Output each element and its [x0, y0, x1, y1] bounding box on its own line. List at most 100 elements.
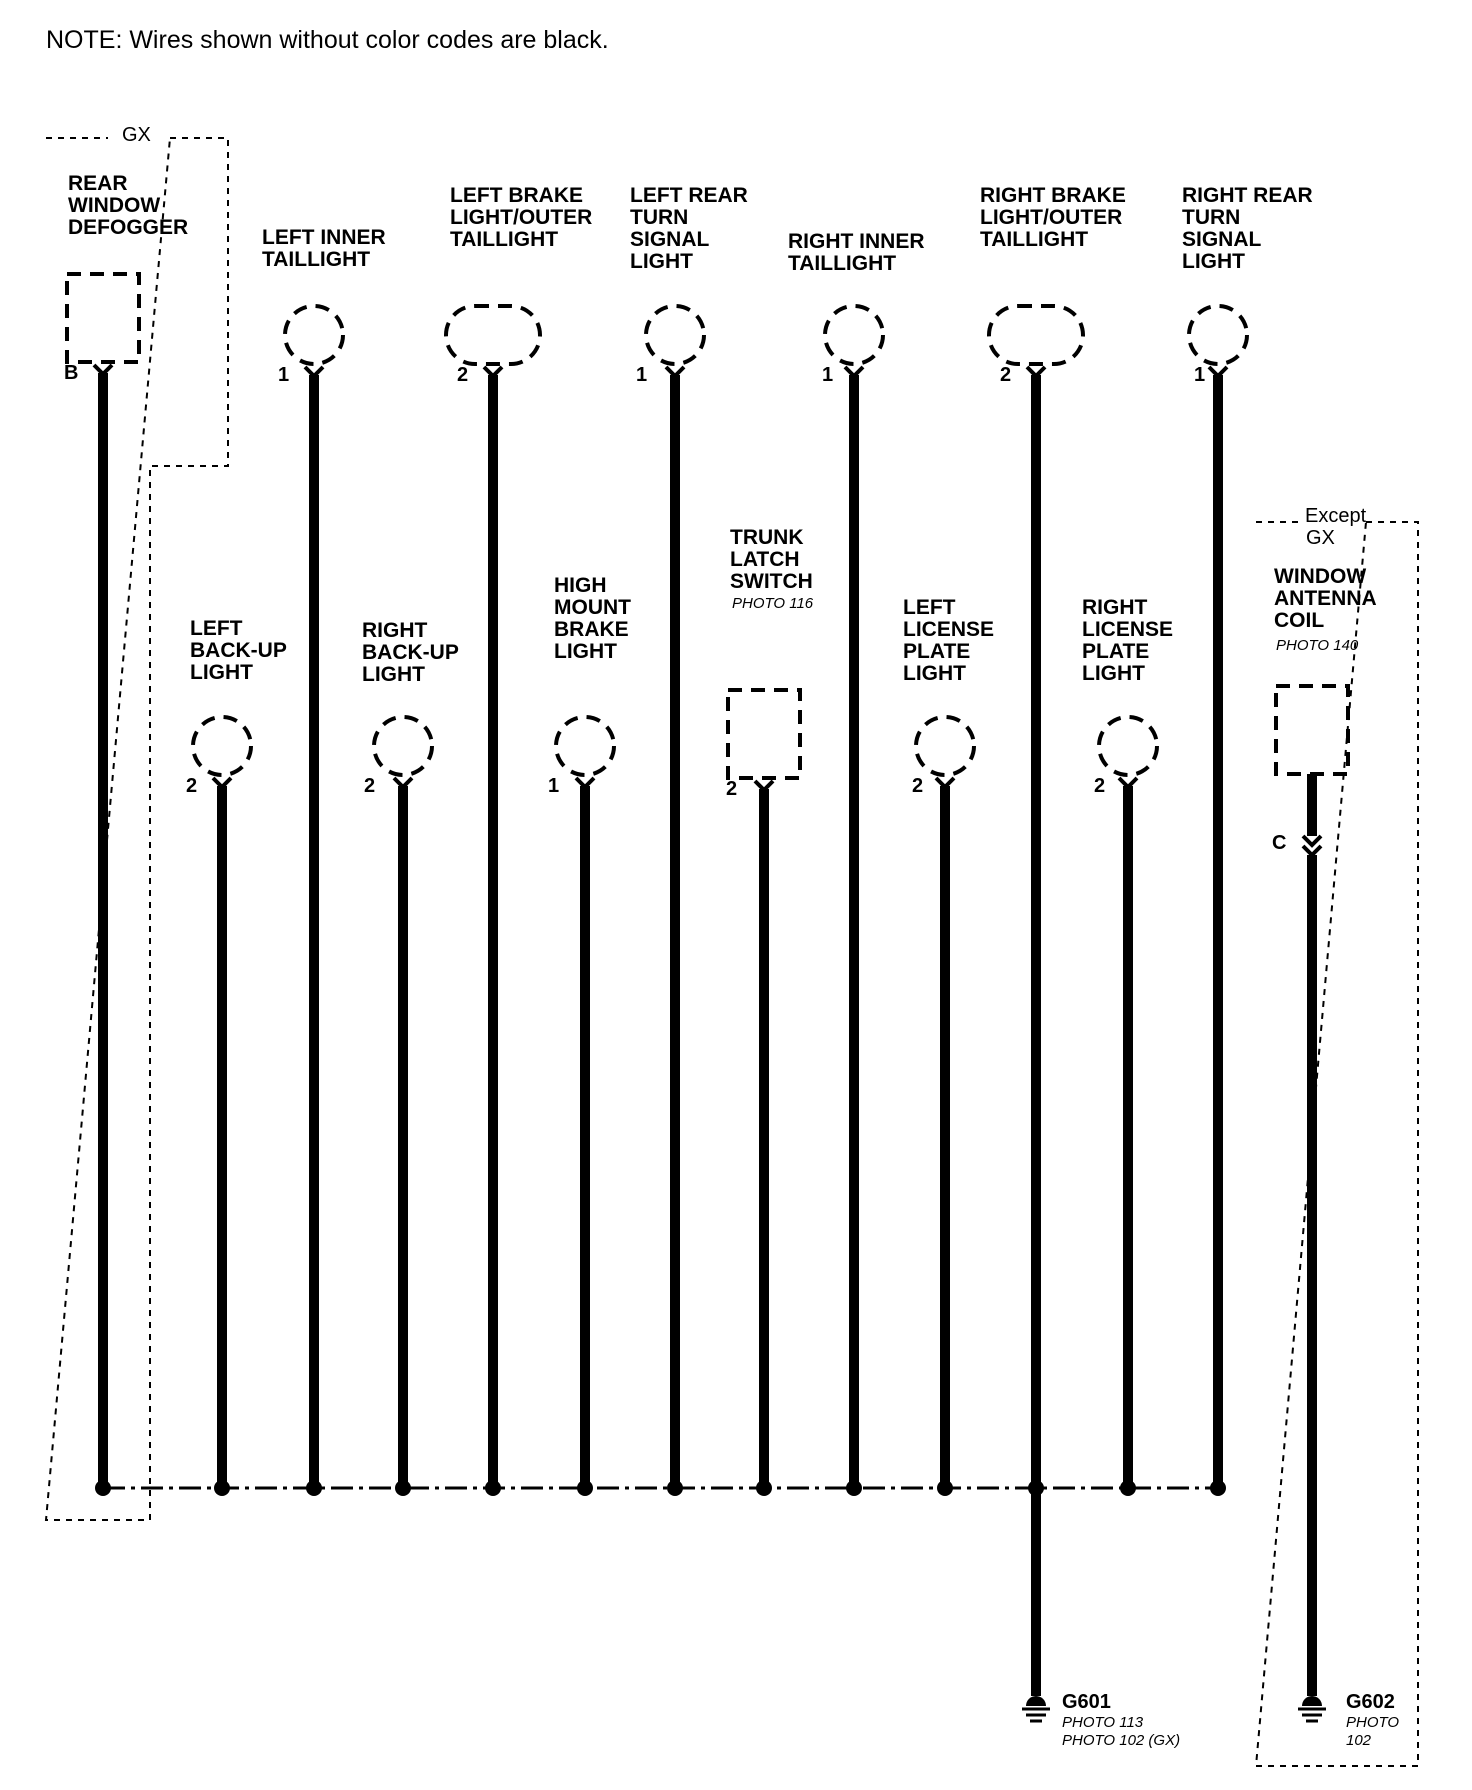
splice-point [1210, 1480, 1226, 1496]
trunk-latch-switch-symbol [726, 688, 802, 780]
left-rear-turn-signal-light-label-line: LIGHT [630, 250, 693, 273]
left-back-up-light-label-line: BACK-UP [190, 639, 287, 662]
right-back-up-light-connector [392, 776, 414, 790]
right-license-plate-light-connector [1117, 776, 1139, 790]
right-inner-taillight-symbol [823, 304, 885, 366]
right-inner-taillight-pin: 1 [822, 364, 833, 386]
splice-point [214, 1480, 230, 1496]
window-antenna-coil-label-line: WINDOW [1274, 565, 1366, 588]
left-inner-taillight-label-line: TAILLIGHT [262, 248, 370, 271]
except-gx-group-outline [1254, 521, 1419, 1767]
left-brake-light-outer-taillight-label-line: LEFT BRAKE [450, 184, 583, 207]
right-inner-taillight-label-line: RIGHT INNER [788, 230, 925, 253]
right-inner-taillight-connector [843, 365, 865, 379]
high-mount-brake-light-label-line: LIGHT [554, 640, 617, 663]
left-license-plate-light-label-line: PLATE [903, 640, 970, 663]
high-mount-brake-light-connector [574, 776, 596, 790]
left-brake-light-outer-taillight-label-line: TAILLIGHT [450, 228, 558, 251]
high-mount-brake-light-symbol [554, 715, 616, 777]
high-mount-brake-light-label-line: BRAKE [554, 618, 629, 641]
right-brake-light-outer-taillight-pin: 2 [1000, 364, 1011, 386]
right-brake-light-outer-taillight-label-line: RIGHT BRAKE [980, 184, 1126, 207]
left-brake-light-outer-taillight-label-line: LIGHT/OUTER [450, 206, 592, 229]
rear-window-defogger-label-line: WINDOW [68, 194, 160, 217]
trunk-latch-switch-label-line: TRUNK [730, 526, 804, 549]
splice-point [395, 1480, 411, 1496]
right-license-plate-light-label-line: PLATE [1082, 640, 1149, 663]
high-mount-brake-light-label-line: MOUNT [554, 596, 631, 619]
right-rear-turn-signal-light-connector [1207, 365, 1229, 379]
g601-name: G601 [1062, 1691, 1111, 1713]
window-antenna-coil-pin: C [1272, 832, 1286, 854]
splice-point [485, 1480, 501, 1496]
g601-photo-ref: PHOTO 102 (GX) [1062, 1732, 1180, 1749]
rear-window-defogger-connector [92, 363, 114, 377]
left-rear-turn-signal-light-label-line: SIGNAL [630, 228, 710, 251]
right-brake-light-outer-taillight-symbol [987, 304, 1085, 366]
left-rear-turn-signal-light-label-line: TURN [630, 206, 688, 229]
left-license-plate-light-label-line: LICENSE [903, 618, 994, 641]
right-rear-turn-signal-light-label-line: RIGHT REAR [1182, 184, 1313, 207]
left-back-up-light-symbol [191, 715, 253, 777]
left-brake-light-outer-taillight-pin: 2 [457, 364, 468, 386]
splice-point [756, 1480, 772, 1496]
left-license-plate-light-pin: 2 [912, 775, 923, 797]
window-antenna-coil-label-line: COIL [1274, 609, 1324, 632]
left-rear-turn-signal-light-label-line: LEFT REAR [630, 184, 748, 207]
right-inner-taillight-label-line: TAILLIGHT [788, 252, 896, 275]
left-rear-turn-signal-light-pin: 1 [636, 364, 647, 386]
splice-point [846, 1480, 862, 1496]
splice-point [1120, 1480, 1136, 1496]
right-license-plate-light-label-line: RIGHT [1082, 596, 1148, 619]
ground-symbol-cap [1302, 1696, 1322, 1706]
g602-photo-ref: PHOTO [1346, 1714, 1399, 1731]
right-brake-light-outer-taillight-label-line: TAILLIGHT [980, 228, 1088, 251]
g602-ground-icon [1298, 1696, 1326, 1723]
right-rear-turn-signal-light-pin: 1 [1194, 364, 1205, 386]
splice-point [937, 1480, 953, 1496]
left-brake-light-outer-taillight-symbol [444, 304, 542, 366]
right-back-up-light-symbol [372, 715, 434, 777]
left-back-up-light-label-line: LEFT [190, 617, 243, 640]
right-rear-turn-signal-light-label-line: LIGHT [1182, 250, 1245, 273]
left-brake-light-outer-taillight-connector [482, 365, 504, 379]
left-rear-turn-signal-light-symbol [644, 304, 706, 366]
left-inner-taillight-symbol [283, 304, 345, 366]
right-back-up-light-label-line: LIGHT [362, 663, 425, 686]
left-back-up-light-connector [211, 776, 233, 790]
ground-symbol-cap [1026, 1696, 1046, 1706]
left-rear-turn-signal-light-connector [664, 365, 686, 379]
window-antenna-coil-connector [1301, 834, 1323, 858]
right-back-up-light-label-line: BACK-UP [362, 641, 459, 664]
splice-point [95, 1480, 111, 1496]
right-brake-light-outer-taillight-connector [1025, 365, 1047, 379]
splice-point [667, 1480, 683, 1496]
left-inner-taillight-pin: 1 [278, 364, 289, 386]
rear-window-defogger-label-line: DEFOGGER [68, 216, 188, 239]
left-license-plate-light-label-line: LEFT [903, 596, 956, 619]
g601-photo-ref: PHOTO 113 [1062, 1714, 1144, 1731]
right-back-up-light-pin: 2 [364, 775, 375, 797]
splice-point [577, 1480, 593, 1496]
left-license-plate-light-connector [934, 776, 956, 790]
diagram-note: NOTE: Wires shown without color codes ar… [46, 26, 609, 54]
right-rear-turn-signal-light-symbol [1187, 304, 1249, 366]
trunk-latch-switch-label-line: SWITCH [730, 570, 813, 593]
trunk-latch-switch-pin: 2 [726, 778, 737, 800]
components [65, 272, 1350, 858]
wires [95, 373, 1317, 1696]
splice-point [306, 1480, 322, 1496]
trunk-latch-switch-photo-ref: PHOTO 116 [732, 595, 814, 612]
left-back-up-light-pin: 2 [186, 775, 197, 797]
except-gx-label-line1: Except [1305, 505, 1367, 527]
high-mount-brake-light-label-line: HIGH [554, 574, 607, 597]
window-antenna-coil-label-line: ANTENNA [1274, 587, 1377, 610]
rear-window-defogger-symbol [65, 272, 141, 364]
g602-name: G602 [1346, 1691, 1395, 1713]
left-license-plate-light-symbol [914, 715, 976, 777]
window-antenna-coil-photo-ref: PHOTO 140 [1276, 637, 1359, 654]
right-license-plate-light-pin: 2 [1094, 775, 1105, 797]
